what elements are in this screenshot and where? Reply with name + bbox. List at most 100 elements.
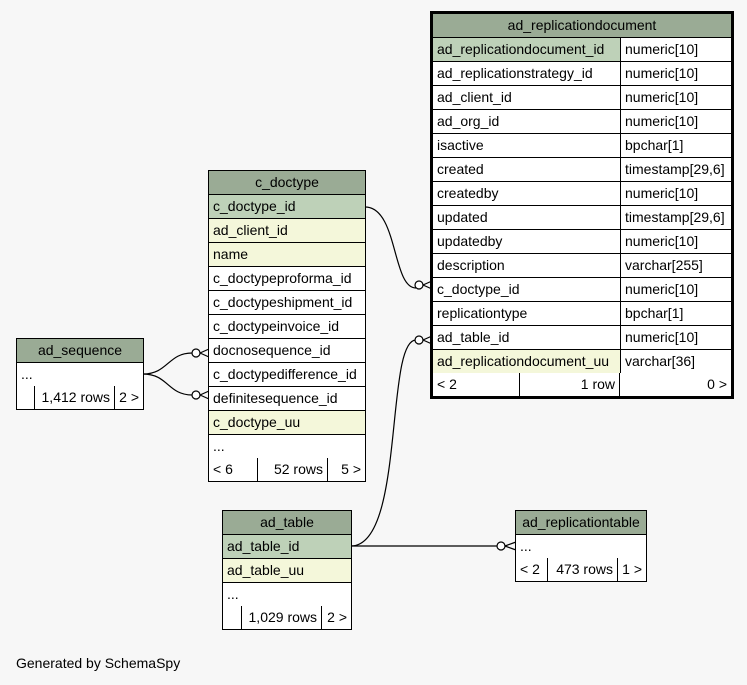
column-row[interactable]: isactive bpchar[1]: [433, 134, 731, 158]
column-type: bpchar[1]: [620, 302, 731, 325]
column-name: ad_client_id: [213, 222, 288, 238]
column-row[interactable]: ad_replicationdocument_id numeric[10]: [433, 38, 731, 62]
column-type: numeric[10]: [620, 86, 731, 109]
table-title[interactable]: ad_sequence: [17, 339, 143, 363]
table-title[interactable]: ad_table: [223, 511, 351, 535]
table-footer: < 6 52 rows 5 >: [209, 458, 365, 481]
column-name: createdby: [437, 185, 499, 201]
column-name: ...: [213, 438, 225, 454]
column-type: timestamp[29,6]: [620, 158, 731, 181]
column-row[interactable]: c_doctype_uu: [209, 411, 365, 435]
row-count: 1 row: [519, 373, 619, 396]
children-count[interactable]: 2 >: [321, 606, 351, 629]
column-name: ad_table_id: [227, 538, 300, 554]
column-type: numeric[10]: [620, 62, 731, 85]
parents-count[interactable]: < 2: [437, 376, 457, 392]
crowfoot-marker: [414, 280, 424, 290]
column-type: numeric[10]: [620, 326, 731, 349]
column-row[interactable]: ad_table_uu: [223, 559, 351, 583]
column-name: ...: [21, 366, 33, 382]
column-row[interactable]: createdby numeric[10]: [433, 182, 731, 206]
column-row[interactable]: updatedby numeric[10]: [433, 230, 731, 254]
column-row[interactable]: ad_client_id: [209, 219, 365, 243]
column-row[interactable]: replicationtype bpchar[1]: [433, 302, 731, 326]
column-row[interactable]: name: [209, 243, 365, 267]
column-type: timestamp[29,6]: [620, 206, 731, 229]
column-type: bpchar[1]: [620, 134, 731, 157]
column-row[interactable]: ...: [516, 535, 646, 558]
column-row[interactable]: c_doctypedifference_id: [209, 363, 365, 387]
column-type: varchar[36]: [620, 350, 731, 373]
parents-count: [17, 386, 34, 409]
row-count: 52 rows: [257, 458, 327, 481]
column-row[interactable]: c_doctypeinvoice_id: [209, 315, 365, 339]
table-ad-replicationdocument[interactable]: ad_replicationdocument ad_replicationdoc…: [430, 11, 734, 399]
generated-by-text: Generated by SchemaSpy: [16, 655, 181, 671]
column-row[interactable]: ...: [17, 363, 143, 386]
column-name: c_doctypedifference_id: [213, 366, 357, 382]
column-row[interactable]: ad_replicationdocument_uu varchar[36]: [433, 350, 731, 373]
table-ad-replicationtable[interactable]: ad_replicationtable ... < 2 473 rows 1 >: [515, 510, 647, 582]
row-count: 473 rows: [547, 558, 617, 581]
column-name: ...: [227, 586, 239, 602]
table-ad-sequence[interactable]: ad_sequence ... 1,412 rows 2 >: [16, 338, 144, 410]
crowfoot-marker: [496, 541, 506, 551]
column-row[interactable]: ad_table_id: [223, 535, 351, 559]
column-row[interactable]: definitesequence_id: [209, 387, 365, 411]
table-footer: 1,412 rows 2 >: [17, 386, 143, 409]
column-type: numeric[10]: [620, 278, 731, 301]
relation-ad-sequence-to-docnosequence: [142, 352, 193, 375]
column-type: numeric[10]: [620, 230, 731, 253]
column-name: ad_replicationdocument_id: [437, 41, 605, 57]
column-name: ad_replicationdocument_uu: [437, 353, 610, 369]
table-footer: < 2 473 rows 1 >: [516, 558, 646, 581]
column-name: isactive: [437, 137, 484, 153]
column-type: numeric[10]: [620, 38, 731, 61]
column-name: definitesequence_id: [213, 390, 338, 406]
parents-count: [223, 606, 241, 629]
column-name: updated: [437, 209, 488, 225]
column-name: name: [213, 246, 249, 262]
column-row[interactable]: ad_client_id numeric[10]: [433, 86, 731, 110]
children-count[interactable]: 2 >: [114, 386, 143, 409]
relation-ad-sequence-to-definitesequence: [142, 373, 193, 396]
table-title[interactable]: ad_replicationtable: [516, 511, 646, 535]
column-row[interactable]: c_doctype_id numeric[10]: [433, 278, 731, 302]
row-count: 1,029 rows: [241, 606, 321, 629]
children-count[interactable]: 5 >: [327, 458, 365, 481]
column-name: docnosequence_id: [213, 342, 331, 358]
table-title[interactable]: c_doctype: [209, 171, 365, 195]
parents-count[interactable]: < 6: [213, 461, 233, 477]
column-name: c_doctype_uu: [213, 414, 301, 430]
crowfoot-marker: [191, 348, 201, 358]
column-name: description: [437, 257, 505, 273]
crowfoot-marker: [414, 335, 424, 345]
column-row[interactable]: c_doctypeproforma_id: [209, 267, 365, 291]
column-type: numeric[10]: [620, 182, 731, 205]
children-count[interactable]: 1 >: [617, 558, 646, 581]
column-row[interactable]: ...: [223, 583, 351, 606]
column-name: c_doctypeproforma_id: [213, 270, 352, 286]
column-row[interactable]: ...: [209, 435, 365, 458]
column-name: ad_org_id: [437, 113, 500, 129]
column-name: c_doctype_id: [437, 281, 520, 297]
parents-count[interactable]: < 2: [520, 561, 540, 577]
children-count[interactable]: 0 >: [619, 373, 731, 396]
crowfoot-marker: [191, 390, 201, 400]
table-title[interactable]: ad_replicationdocument: [433, 14, 731, 38]
column-row[interactable]: c_doctypeshipment_id: [209, 291, 365, 315]
column-name: replicationtype: [437, 305, 528, 321]
row-count: 1,412 rows: [34, 386, 114, 409]
table-ad-table[interactable]: ad_table ad_table_id ad_table_uu... 1,029…: [222, 510, 352, 630]
column-name: updatedby: [437, 233, 503, 249]
column-row[interactable]: updated timestamp[29,6]: [433, 206, 731, 230]
column-name: ad_client_id: [437, 89, 512, 105]
column-row[interactable]: c_doctype_id: [209, 195, 365, 219]
column-row[interactable]: docnosequence_id: [209, 339, 365, 363]
